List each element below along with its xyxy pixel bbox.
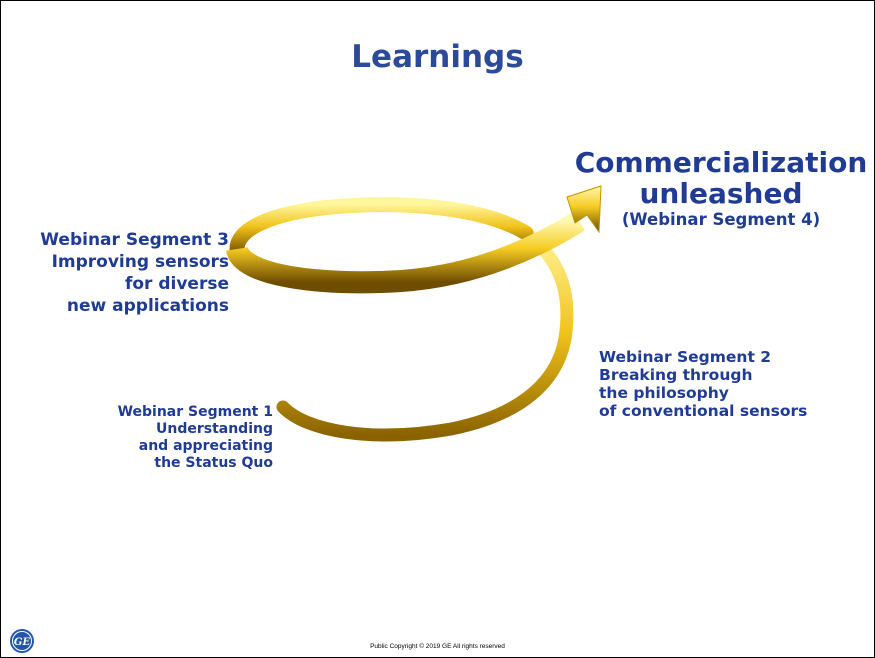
slide-title: Learnings xyxy=(351,39,524,75)
segment-3-line-1: Webinar Segment 3 xyxy=(40,230,229,250)
segment-2-label: Webinar Segment 2 Breaking through the p… xyxy=(599,348,807,420)
segment-4-headline-2: unleashed xyxy=(639,177,803,210)
ge-monogram-icon: GE xyxy=(10,629,34,653)
segment-4-subline: (Webinar Segment 4) xyxy=(621,210,821,229)
svg-text:GE: GE xyxy=(14,637,31,648)
copyright-footer: Public Copyright © 2019 GE All rights re… xyxy=(370,643,505,650)
spiral-arrowhead xyxy=(566,185,602,234)
segment-1-line-3: and appreciating xyxy=(138,438,273,454)
segment-2-line-4: of conventional sensors xyxy=(599,402,808,420)
segment-1-line-2: Understanding xyxy=(155,421,273,437)
segment-3-line-4: new applications xyxy=(66,296,229,316)
segment-2-line-2: Breaking through xyxy=(599,366,753,384)
spiral-front-band xyxy=(226,211,585,294)
spiral-lower-band xyxy=(276,226,574,442)
segment-1-line-4: the Status Quo xyxy=(154,455,273,471)
segment-3-line-3: for diverse xyxy=(124,274,229,294)
segment-1-line-1: Webinar Segment 1 xyxy=(117,404,273,420)
spiral-upper-back-band xyxy=(229,197,534,257)
segment-4-label: Commercialization unleashed (Webinar Seg… xyxy=(561,146,874,231)
segment-3-line-2: Improving sensors xyxy=(51,252,229,272)
segment-3-label: Webinar Segment 3 Improving sensors for … xyxy=(27,229,229,317)
segment-2-line-3: the philosophy xyxy=(599,384,729,402)
segment-1-label: Webinar Segment 1 Understanding and appr… xyxy=(91,404,273,472)
segment-4-headline-1: Commercialization xyxy=(574,146,868,179)
segment-2-line-1: Webinar Segment 2 xyxy=(599,348,772,366)
